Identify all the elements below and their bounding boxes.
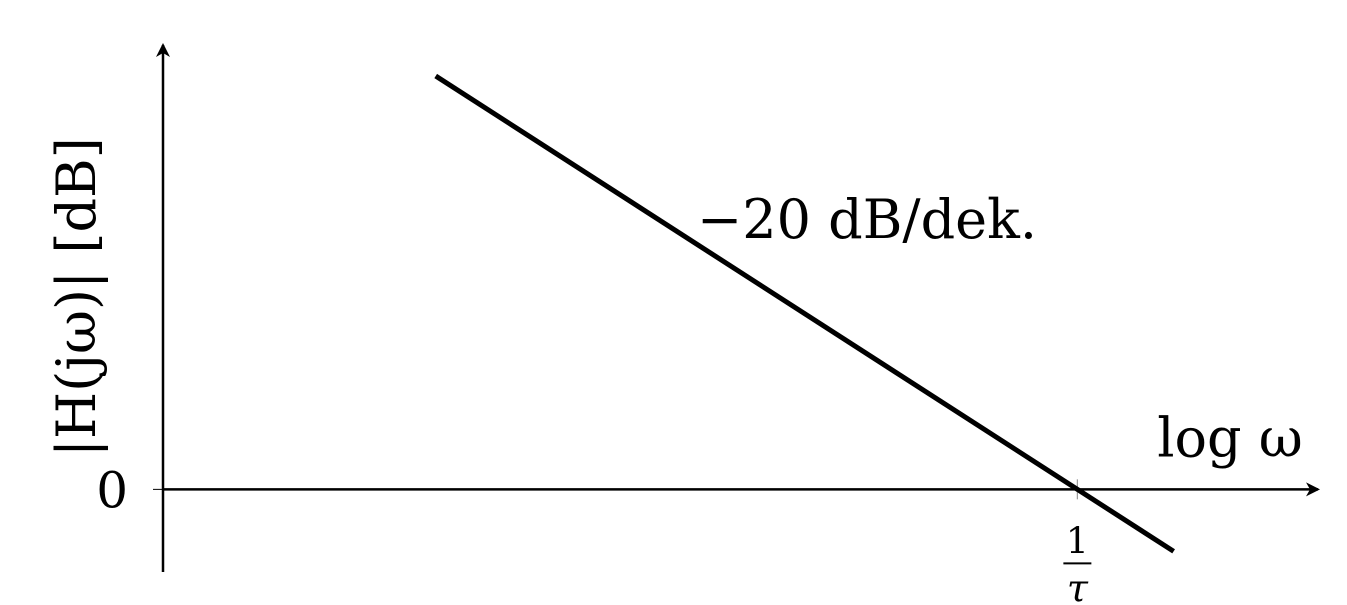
x-tick-label-denominator: τ xyxy=(1067,566,1089,605)
y-axis-label: |H(jω)| [dB] xyxy=(45,137,108,457)
x-tick-label-numerator: 1 xyxy=(1066,521,1089,562)
x-tick-label: 1 τ xyxy=(1063,521,1092,605)
x-axis-label: log ω xyxy=(1157,406,1303,469)
y-tick-label: 0 xyxy=(96,461,128,519)
slope-annotation: −20 dB/dek. xyxy=(697,188,1037,251)
series-line-asymptote xyxy=(434,73,1175,554)
